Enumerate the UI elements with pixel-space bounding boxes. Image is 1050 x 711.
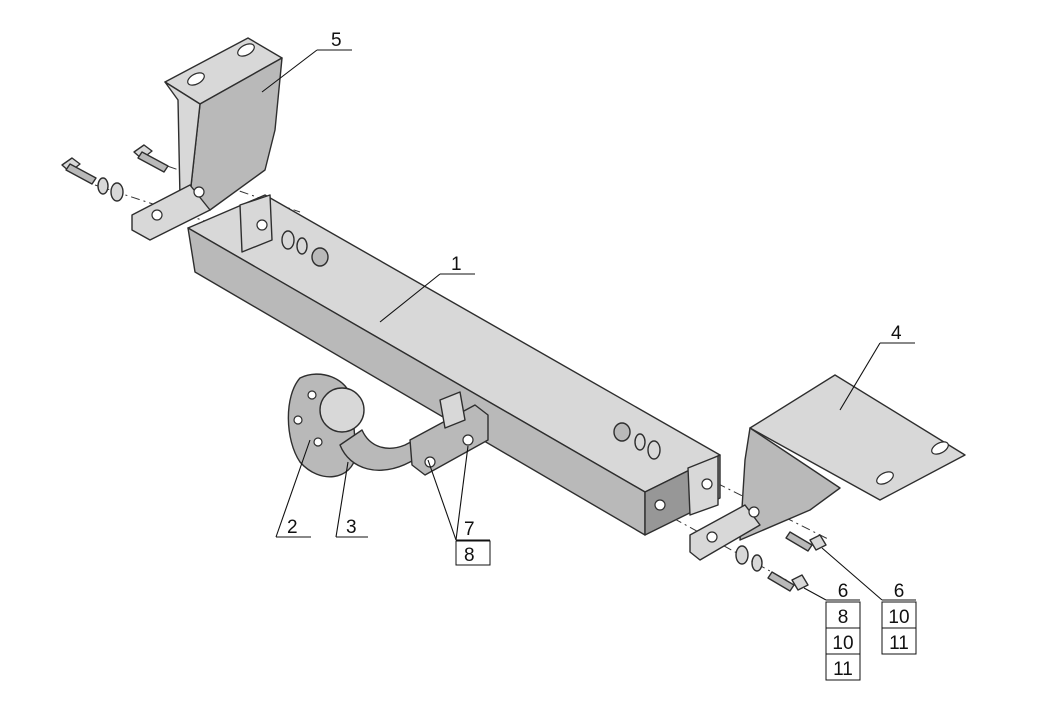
left-bracket bbox=[131, 37, 283, 241]
callouts: 5 1 4 2 3 7 8 6 8 10 11 6 10 11 bbox=[261, 30, 917, 681]
left-stack-label: 8 bbox=[838, 607, 849, 628]
axis-left-upper bbox=[94, 184, 331, 263]
cross-beam bbox=[187, 194, 721, 536]
nut bbox=[311, 247, 329, 267]
callout-8: 8 bbox=[464, 545, 475, 566]
right-stack-label: 10 bbox=[888, 607, 909, 628]
left-fasteners bbox=[61, 144, 329, 267]
washer bbox=[751, 554, 763, 572]
washer bbox=[110, 182, 124, 202]
fastener-stack-right: 6 10 11 bbox=[881, 581, 917, 655]
fastener-stack-left: 6 8 10 11 bbox=[825, 581, 861, 681]
right-fasteners bbox=[613, 422, 827, 592]
washer bbox=[634, 433, 646, 451]
washer bbox=[735, 545, 749, 565]
callout-8-box bbox=[455, 540, 491, 566]
washer bbox=[281, 230, 295, 250]
callout-5: 5 bbox=[331, 30, 342, 51]
callout-2: 2 bbox=[287, 517, 298, 538]
left-stack-label: 11 bbox=[833, 659, 853, 680]
callout-4: 4 bbox=[891, 323, 902, 344]
bolt-shank bbox=[137, 151, 169, 173]
tow-ball-assembly bbox=[287, 373, 489, 478]
callout-3: 3 bbox=[346, 517, 357, 538]
right-stack-box bbox=[881, 627, 917, 655]
washer bbox=[97, 177, 109, 195]
left-stack-label: 6 bbox=[838, 581, 849, 602]
right-stack-label: 6 bbox=[894, 581, 905, 602]
nut bbox=[613, 422, 631, 442]
bolt-head bbox=[809, 534, 827, 551]
washer bbox=[296, 237, 308, 255]
bolt-shank bbox=[65, 163, 97, 185]
bolt-shank bbox=[785, 531, 813, 552]
left-stack-label: 10 bbox=[832, 633, 853, 654]
tow-ball bbox=[319, 387, 365, 433]
bolt-shank bbox=[767, 571, 795, 592]
right-bracket bbox=[689, 374, 966, 561]
right-stack-label: 11 bbox=[889, 633, 909, 654]
callout-1: 1 bbox=[451, 254, 462, 275]
callout-7: 7 bbox=[464, 519, 475, 540]
left-stack-box bbox=[825, 653, 861, 681]
washer bbox=[647, 440, 661, 460]
bolt-head bbox=[791, 574, 809, 591]
